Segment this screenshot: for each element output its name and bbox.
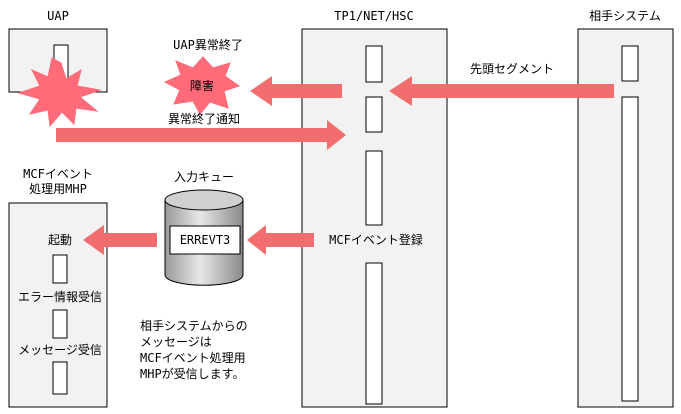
error-info-label: エラー情報受信 (17, 290, 103, 304)
partner-title: 相手システム (589, 9, 661, 23)
mhp-slot-3 (52, 361, 68, 395)
tp-title: TP1/NET/HSC (334, 9, 414, 23)
mhp-title-line1: MCFイベント (23, 167, 93, 181)
mcf-register-label: MCFイベント登録 (328, 233, 424, 247)
partner-slot-2 (621, 96, 639, 402)
abend-notice-label: 異常終了通知 (167, 112, 241, 126)
partner-slot-1 (621, 45, 639, 82)
uap-title: UAP (47, 9, 69, 23)
fault-label: 障害 (189, 79, 215, 93)
tp-slot-4 (365, 262, 383, 405)
note-line3: MCFイベント処理用 (140, 351, 246, 365)
note-line4: MHPが受信します。 (140, 367, 245, 381)
arrow-head-segment (389, 76, 614, 106)
arrow-start (83, 225, 157, 255)
arrow-to-fault (250, 76, 342, 106)
arrow-mcf-register (247, 225, 314, 255)
message-recv-label: メッセージ受信 (18, 343, 102, 357)
uap-burst-icon (17, 57, 102, 128)
uap-abend-label: UAP異常終了 (173, 38, 243, 52)
head-segment-label: 先頭セグメント (469, 62, 555, 76)
mhp-title-line2: 処理用MHP (29, 182, 87, 196)
mhp-slot-2 (52, 309, 68, 339)
input-queue-cylinder (164, 189, 244, 286)
start-label: 起動 (47, 233, 73, 247)
queue-label: 入力キュー (173, 170, 235, 184)
tp-slot-1 (365, 45, 383, 83)
note-line1: 相手システムからの (140, 319, 248, 333)
fault-star-icon (163, 56, 241, 115)
mhp-slot-1 (52, 254, 68, 284)
arrow-abend-notice (56, 120, 346, 150)
tp-slot-3 (365, 150, 383, 226)
queue-name: ERREVT3 (179, 233, 231, 247)
note-line2: メッセージは (140, 335, 212, 349)
tp-slot-2 (365, 96, 383, 133)
